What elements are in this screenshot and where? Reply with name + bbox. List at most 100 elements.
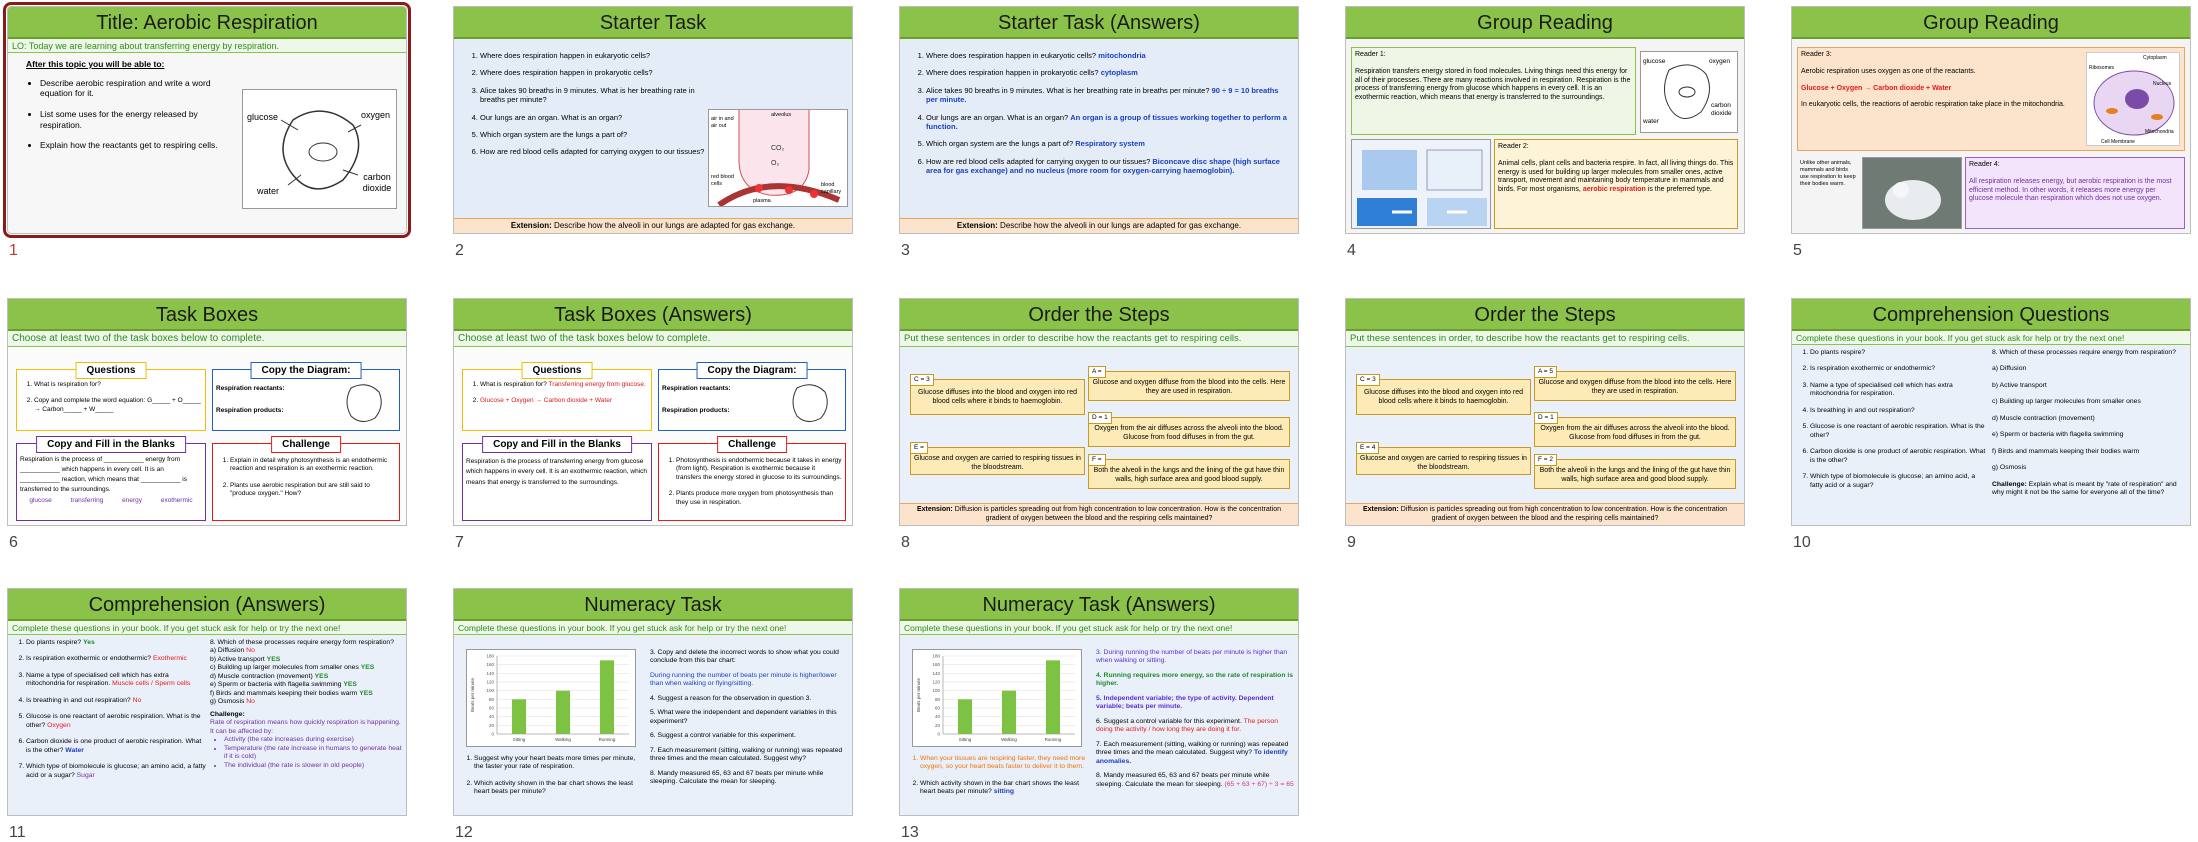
challenge-item: Explain in detail why photosynthesis is …: [230, 457, 396, 474]
cell-drawing: [280, 110, 362, 190]
slide-2[interactable]: Starter Task Where does respiration happ…: [453, 6, 853, 234]
reactants-label: Respiration reactants:: [662, 385, 731, 392]
y-tick-label: 160: [932, 662, 940, 667]
slide-thumbnail-12[interactable]: Numeracy Task Complete these questions i…: [453, 588, 853, 841]
extension-bar: Extension: Describe how the alveoli in o…: [454, 218, 852, 233]
word-bank-item: energy: [122, 497, 143, 505]
diffusion-diagram: [1351, 139, 1491, 229]
challenge-item: Plants use aerobic respiration but are s…: [230, 482, 396, 499]
answer: Oxygen: [47, 721, 71, 729]
option: b) Active transport: [210, 655, 265, 663]
side-note: Unlike other animals, mammals and birds …: [1800, 160, 1856, 187]
slide-5[interactable]: Group Reading Reader 3: Aerobic respirat…: [1791, 6, 2191, 234]
question: 3. Copy and delete the incorrect words t…: [650, 649, 839, 665]
question: What is respiration for?: [34, 381, 202, 389]
slide-6[interactable]: Task Boxes Choose at least two of the ta…: [7, 298, 407, 526]
answer: cytoplasm: [1100, 68, 1138, 78]
answer: To identify anomalies.: [1096, 749, 1288, 765]
answer: sitting: [993, 788, 1015, 796]
animal-cell-drawing: [2093, 70, 2175, 136]
challenge-text: Explain what is meant by "rate of respir…: [1992, 480, 2177, 497]
question: Alice takes 90 breaths in 9 minutes. Wha…: [480, 86, 710, 105]
products-label: Respiration products:: [216, 407, 284, 415]
step-f[interactable]: F =Both the alveoli in the lungs and the…: [1088, 454, 1290, 489]
box-heading: Copy and Fill in the Blanks: [36, 436, 186, 453]
slide-thumbnail-8[interactable]: Order the Steps Put these sentences in o…: [899, 298, 1299, 551]
slide-1[interactable]: Title: Aerobic Respiration LO: Today we …: [3, 2, 411, 238]
slide-thumbnail-5[interactable]: Group Reading Reader 3: Aerobic respirat…: [1791, 6, 2191, 259]
slide-thumbnail-6[interactable]: Task Boxes Choose at least two of the ta…: [7, 298, 407, 551]
question: Name a type of specialised cell which ha…: [26, 671, 169, 688]
slide-thumbnail-13[interactable]: Numeracy Task (Answers) Complete these q…: [899, 588, 1299, 841]
question: Glucose is one reactant of aerobic respi…: [1810, 423, 1986, 440]
challenge-box: Challenge Photosynthesis is endothermic …: [658, 436, 846, 521]
slide-11[interactable]: Comprehension (Answers) Complete these q…: [7, 588, 407, 816]
label-oxygen: oxygen: [361, 110, 391, 120]
slide-thumbnail-7[interactable]: Task Boxes (Answers) Choose at least two…: [453, 298, 853, 551]
slide-9[interactable]: Order the Steps Put these sentences in o…: [1345, 298, 1745, 526]
reader-1-box: Reader 1: Respiration transfers energy s…: [1351, 47, 1636, 135]
question: Which type of biomolecule is glucose; an…: [1810, 473, 1986, 490]
slide-number: 10: [1793, 534, 1811, 551]
slide-thumbnail-4[interactable]: Group Reading Reader 1: Respiration tran…: [1345, 6, 1745, 259]
box-heading: Challenge: [271, 436, 341, 453]
slide-thumbnail-2[interactable]: Starter Task Where does respiration happ…: [453, 6, 853, 259]
box-heading: Questions: [75, 362, 147, 379]
slide-thumbnail-11[interactable]: Comprehension (Answers) Complete these q…: [7, 588, 407, 841]
question: Carbon dioxide is one product of aerobic…: [26, 738, 202, 754]
questions-box: Questions What is respiration for? Trans…: [462, 362, 652, 431]
box-heading: Challenge: [717, 436, 787, 453]
slide-thumbnail-9[interactable]: Order the Steps Put these sentences in o…: [1345, 298, 1745, 551]
word-bank-item: glucose: [29, 497, 52, 505]
blanks-text: Respiration is the process of transferri…: [466, 458, 648, 486]
copy-diagram-box: Copy the Diagram: Respiration reactants:…: [212, 362, 400, 431]
slide-12[interactable]: Numeracy Task Complete these questions i…: [453, 588, 853, 816]
svg-text:CO₂: CO₂: [771, 145, 785, 152]
option: f) Birds and mammals keeping their bodie…: [210, 689, 358, 697]
question: Where does respiration happen in eukaryo…: [480, 51, 710, 60]
slide-3[interactable]: Starter Task (Answers) Where does respir…: [899, 6, 1299, 234]
cell-drawing: [1664, 64, 1711, 119]
challenge-label: Challenge:: [1992, 480, 2027, 488]
step-e[interactable]: E =Glucose and oxygen are carried to res…: [910, 442, 1085, 475]
question: Is respiration exothermic or endothermic…: [1810, 365, 1986, 373]
question: 7. Each measurement (sitting, walking or…: [1096, 740, 1289, 757]
slide-13[interactable]: Numeracy Task (Answers) Complete these q…: [899, 588, 1299, 816]
slide-thumbnail-3[interactable]: Starter Task (Answers) Where does respir…: [899, 6, 1299, 259]
slide-8[interactable]: Order the Steps Put these sentences in o…: [899, 298, 1299, 526]
answer: Water: [65, 746, 84, 754]
option: a) Diffusion: [210, 647, 245, 655]
label-oxygen: oxygen: [1709, 58, 1730, 65]
bullet: Explain how the reactants get to respiri…: [40, 140, 238, 151]
ext-text: Describe how the alveoli in our lungs ar…: [1000, 221, 1242, 231]
label-carbon-dioxide: carbon dioxide: [1711, 102, 1732, 118]
step-a[interactable]: A =Glucose and oxygen diffuse from the b…: [1088, 366, 1290, 401]
slide-thumbnail-1[interactable]: Title: Aerobic Respiration LO: Today we …: [3, 2, 411, 259]
answer: No: [132, 696, 142, 704]
reader-highlight: aerobic respiration: [1582, 186, 1646, 193]
challenge-point: Activity (the rate increases during exer…: [224, 736, 404, 744]
y-tick-label: 100: [486, 688, 494, 693]
question: Is respiration exothermic or endothermic…: [26, 655, 152, 663]
question: Which organ system are the lungs a part …: [480, 130, 710, 139]
slide-sorter-grid: Title: Aerobic Respiration LO: Today we …: [0, 0, 2198, 816]
learning-objective: LO: Today we are learning about transfer…: [8, 39, 406, 53]
ext-text: Describe how the alveoli in our lungs ar…: [554, 221, 796, 231]
label-plasma: plasma: [753, 198, 771, 204]
question: Is breathing in and out respiration?: [1810, 407, 1986, 415]
option: e) Sperm or bacteria with flagella swimm…: [1992, 431, 2124, 439]
slide-10[interactable]: Comprehension Questions Complete these q…: [1791, 298, 2191, 526]
slide-7[interactable]: Task Boxes (Answers) Choose at least two…: [453, 298, 853, 526]
y-tick-label: 120: [486, 680, 494, 685]
answer: No: [246, 647, 255, 655]
step-label: C = 3: [1356, 374, 1380, 386]
slide-4[interactable]: Group Reading Reader 1: Respiration tran…: [1345, 6, 1745, 234]
slide-thumbnail-10[interactable]: Comprehension Questions Complete these q…: [1791, 298, 2191, 551]
